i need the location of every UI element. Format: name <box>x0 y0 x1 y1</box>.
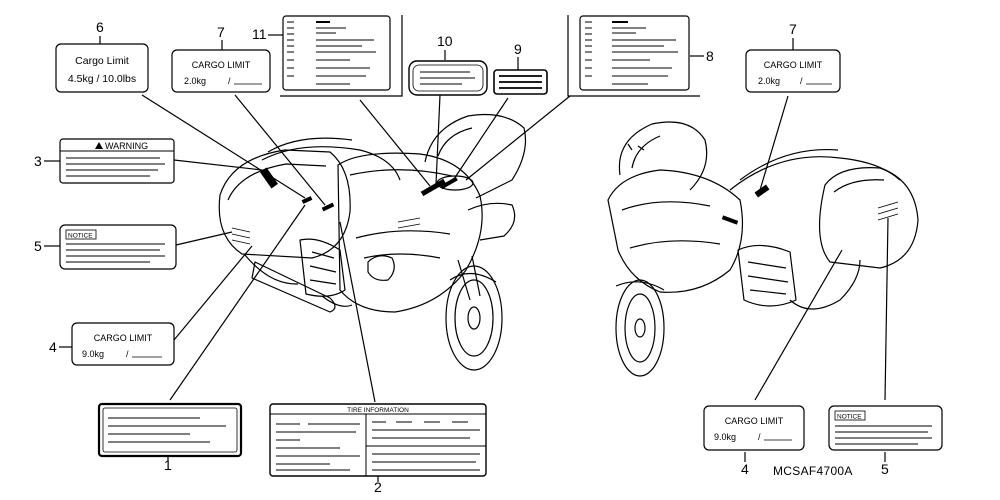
left-motorcycle <box>218 113 527 371</box>
label-10[interactable] <box>408 60 488 96</box>
callout-9: 9 <box>514 41 522 57</box>
callout-10: 10 <box>437 33 453 49</box>
callout-7-left: 7 <box>217 24 225 40</box>
callout-3: 3 <box>34 153 42 169</box>
label-4-left-slash: / <box>126 349 129 359</box>
callout-4-right: 4 <box>741 461 749 477</box>
label-2-tire-information[interactable]: TIRE INFORMATION <box>269 403 487 477</box>
callout-5-left: 5 <box>34 238 42 254</box>
callout-5-right: 5 <box>881 461 889 477</box>
label-4-left-cargo-limit[interactable]: CARGO LIMIT 9.0kg / <box>71 322 175 366</box>
callout-6: 6 <box>96 19 104 35</box>
label-5-left-title: NOTICE <box>68 233 93 240</box>
callout-1: 1 <box>164 457 172 473</box>
label-4-right-slash: / <box>758 432 761 442</box>
label-7-right-value: 2.0kg <box>758 76 780 86</box>
leader-lines <box>141 94 889 403</box>
label-4-left-value: 9.0kg <box>82 349 104 359</box>
label-9[interactable] <box>493 69 548 95</box>
label-3-warning[interactable]: WARNING <box>59 138 175 184</box>
label-5-right-title: NOTICE <box>837 414 862 421</box>
label-7-left-cargo-limit[interactable]: CARGO LIMIT 2.0kg / <box>171 49 271 93</box>
label-7-right-title: CARGO LIMIT <box>764 60 823 70</box>
label-7-right-slash: / <box>800 76 803 86</box>
callout-11: 11 <box>252 26 267 42</box>
callout-8: 8 <box>706 48 714 64</box>
label-7-left-title: CARGO LIMIT <box>192 60 251 70</box>
callout-2: 2 <box>374 479 382 495</box>
label-7-right-cargo-limit[interactable]: CARGO LIMIT 2.0kg / <box>745 49 841 93</box>
callout-numbers: 6 7 11 10 9 8 7 3 5 4 1 2 4 5 <box>34 19 889 495</box>
callout-4-left: 4 <box>49 339 57 355</box>
label-6-cargo-limit[interactable]: Cargo Limit 4.5kg / 10.0lbs <box>55 43 149 93</box>
section-dividers <box>280 15 700 97</box>
callout-7-right: 7 <box>789 21 797 37</box>
right-motorcycle <box>607 121 919 377</box>
diagram-code: MCSAF4700A <box>773 464 853 478</box>
label-8-info-sheet[interactable] <box>579 15 690 91</box>
label-5-left-notice[interactable]: NOTICE <box>59 224 177 270</box>
label-1[interactable] <box>97 402 243 458</box>
label-7-left-value: 2.0kg <box>184 76 206 86</box>
label-4-right-value: 9.0kg <box>714 432 736 442</box>
label-4-right-title: CARGO LIMIT <box>725 416 784 426</box>
label-7-left-slash: / <box>228 76 231 86</box>
label-2-title: TIRE INFORMATION <box>347 407 409 414</box>
label-5-right-notice[interactable]: NOTICE <box>828 405 943 451</box>
label-6-title: Cargo Limit <box>75 55 129 67</box>
warning-triangle-icon <box>95 142 103 149</box>
label-6-value: 4.5kg / 10.0lbs <box>68 73 136 85</box>
label-11-info-sheet[interactable] <box>282 15 391 91</box>
label-3-title: WARNING <box>105 141 148 151</box>
label-4-left-title: CARGO LIMIT <box>94 333 153 343</box>
label-4-right-cargo-limit[interactable]: CARGO LIMIT 9.0kg / <box>703 405 805 451</box>
